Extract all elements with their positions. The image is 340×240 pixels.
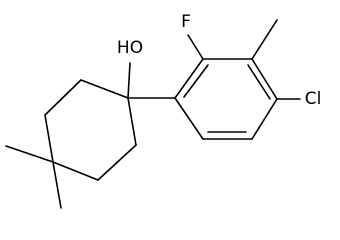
gem-dimethyl bbox=[5, 145, 62, 209]
cyclohexane-ring bbox=[44, 79, 137, 181]
ring-bond bbox=[44, 114, 54, 163]
benzene-ring bbox=[174, 58, 278, 140]
hydroxyl-label: HO bbox=[117, 38, 143, 58]
ring-bond bbox=[44, 79, 82, 116]
ring-bond bbox=[127, 97, 137, 146]
fluorine-label: F bbox=[181, 12, 191, 32]
aromatic-bond bbox=[251, 98, 278, 140]
methyl-bond bbox=[52, 161, 62, 209]
methyl-bond bbox=[5, 145, 54, 163]
chlorine-label: Cl bbox=[305, 89, 322, 109]
hydroxyl-bond bbox=[127, 62, 131, 99]
aromatic-bond bbox=[251, 58, 278, 100]
aromatic-bond bbox=[174, 97, 204, 140]
aryl-methyl-bond bbox=[251, 19, 278, 60]
ring-bond bbox=[52, 161, 99, 181]
ring-bond bbox=[80, 79, 129, 99]
aromatic-double-bond bbox=[247, 64, 271, 100]
aromatic-double-bond bbox=[183, 64, 209, 98]
chemical-structure: HO F Cl bbox=[5, 12, 322, 209]
ring-bond bbox=[97, 144, 137, 181]
aromatic-bond bbox=[174, 58, 204, 99]
fluorine-bond bbox=[187, 34, 204, 60]
